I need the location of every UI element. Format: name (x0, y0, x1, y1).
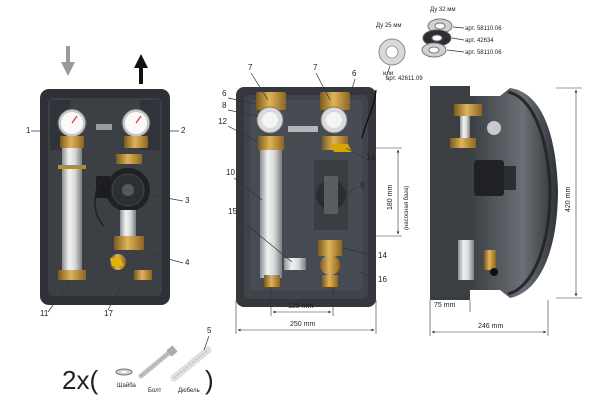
thermometer-left (57, 108, 87, 138)
hardware-close-paren: ) (205, 365, 214, 395)
washer-label: Шайба (117, 382, 136, 389)
bypass-pipe-left (62, 148, 82, 278)
mounting-hardware: 2x( ) Шайба Болт Дюбель 5 (62, 326, 214, 395)
dimension-246mm: 246 mm (429, 300, 549, 336)
dimension-180-note: (насосная база) (404, 186, 410, 230)
callout-14a: 14 (366, 153, 375, 162)
gasket-art-42634: арт. 42634 (465, 38, 494, 44)
washer-icon (115, 368, 133, 376)
gasket-du32-label: Ду 32 мм (430, 7, 455, 13)
gasket-options: Ду 25 мм Ду 32 мм или арт. 42611.09 арт.… (361, 7, 502, 139)
ball-valve-left (256, 92, 286, 134)
front-view-middle: 7 7 6 6 8 12 10 15 14 9 14 16 180 mm (на… (218, 63, 410, 334)
dimension-125-label: 125 mm (288, 303, 313, 310)
callout-7a: 7 (248, 63, 253, 72)
side-cover (470, 88, 558, 298)
callout-6a: 6 (222, 89, 227, 98)
hardware-multiplier: 2x( (62, 365, 98, 395)
callout-9: 9 (360, 181, 365, 190)
callout-16: 16 (378, 275, 387, 284)
dimension-246-label: 246 mm (478, 323, 503, 330)
bolt-icon (138, 345, 178, 379)
dimension-250-label: 250 mm (290, 321, 315, 328)
callout-6b: 6 (352, 69, 357, 78)
circulation-pump (96, 154, 150, 212)
dowel-icon (170, 346, 212, 382)
callout-12: 12 (218, 117, 227, 126)
dimension-75-label: 75 mm (434, 302, 456, 309)
gasket-ili-label: или (383, 71, 393, 77)
gasket-du32-stack-icon (421, 18, 453, 58)
gasket-du25-icon (378, 38, 406, 66)
callout-10: 10 (226, 168, 235, 177)
dimension-420-label: 420 mm (565, 187, 572, 212)
dimension-420mm: 420 mm (556, 87, 582, 299)
callout-5: 5 (207, 326, 212, 335)
bolt-label: Болт (148, 388, 162, 394)
ball-valve-right (320, 92, 350, 134)
dimension-180-label: 180 mm (387, 185, 394, 210)
callout-7b: 7 (313, 63, 318, 72)
callout-14b: 14 (378, 251, 387, 260)
side-view-right: 420 mm 75 mm 246 mm (429, 86, 582, 336)
callout-15: 15 (228, 207, 237, 216)
gasket-art-42611: арт. 42611.09 (386, 76, 423, 82)
dimension-75mm: 75 mm (429, 296, 471, 312)
callout-2: 2 (181, 126, 186, 135)
callout-11: 11 (40, 309, 49, 318)
callout-4: 4 (185, 258, 190, 267)
dimension-250mm: 250 mm (235, 300, 377, 334)
dowel-label: Дюбель (178, 388, 200, 394)
dimension-180mm: 180 mm (насосная база) (372, 147, 410, 237)
flow-arrow-down-icon (61, 46, 75, 76)
callout-1: 1 (26, 126, 31, 135)
front-view-left: 1 2 3 4 11 17 (26, 46, 190, 318)
gasket-du25-label: Ду 25 мм (376, 23, 401, 29)
gasket-art-58110-b: арт. 58110.06 (465, 50, 502, 56)
callout-3: 3 (185, 196, 190, 205)
callout-17: 17 (104, 309, 113, 318)
callout-8: 8 (222, 101, 227, 110)
thermometer-right (121, 108, 151, 138)
flow-arrow-up-icon (134, 54, 148, 84)
dimension-125mm: 125 mm (270, 288, 334, 316)
gasket-art-58110-a: арт. 58110.06 (465, 26, 502, 32)
